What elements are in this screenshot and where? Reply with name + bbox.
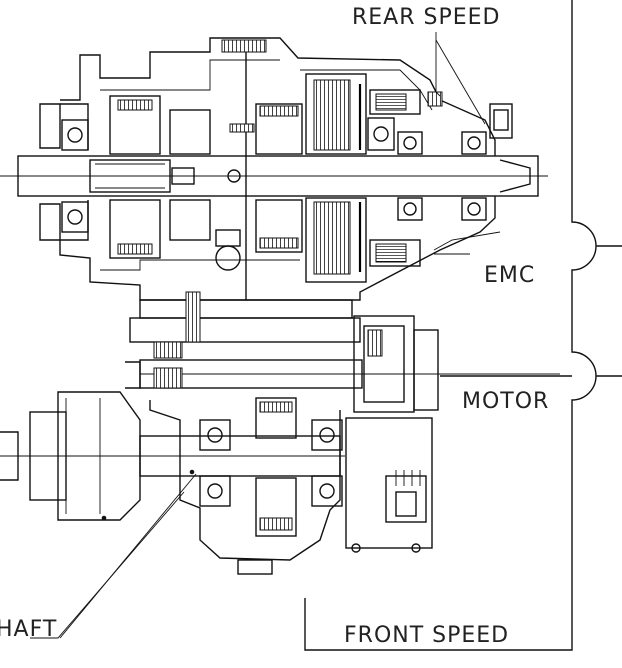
housing (39, 37, 496, 301)
clutch-pack (305, 73, 367, 283)
em-coils (369, 89, 443, 267)
main-shaft (0, 155, 548, 197)
mid-plate (129, 229, 361, 343)
leader-lines (30, 32, 501, 639)
secondary-shaft (125, 341, 560, 389)
rear-speed-label: REAR SPEED (352, 5, 501, 30)
emc-label: EMC (484, 263, 535, 288)
bearings-lower (61, 197, 487, 233)
front-output (0, 391, 345, 521)
top-rod (221, 39, 267, 300)
input-gears (109, 95, 303, 259)
shaft-label: HAFT (0, 617, 57, 642)
lower-housing (149, 397, 343, 575)
callout-frame (304, 0, 622, 651)
bearings-upper (61, 117, 487, 155)
rear-speed-sensor (489, 103, 513, 139)
front-speed-label: FRONT SPEED (344, 623, 509, 648)
motor-assembly (345, 315, 572, 553)
motor-label: MOTOR (462, 389, 549, 414)
